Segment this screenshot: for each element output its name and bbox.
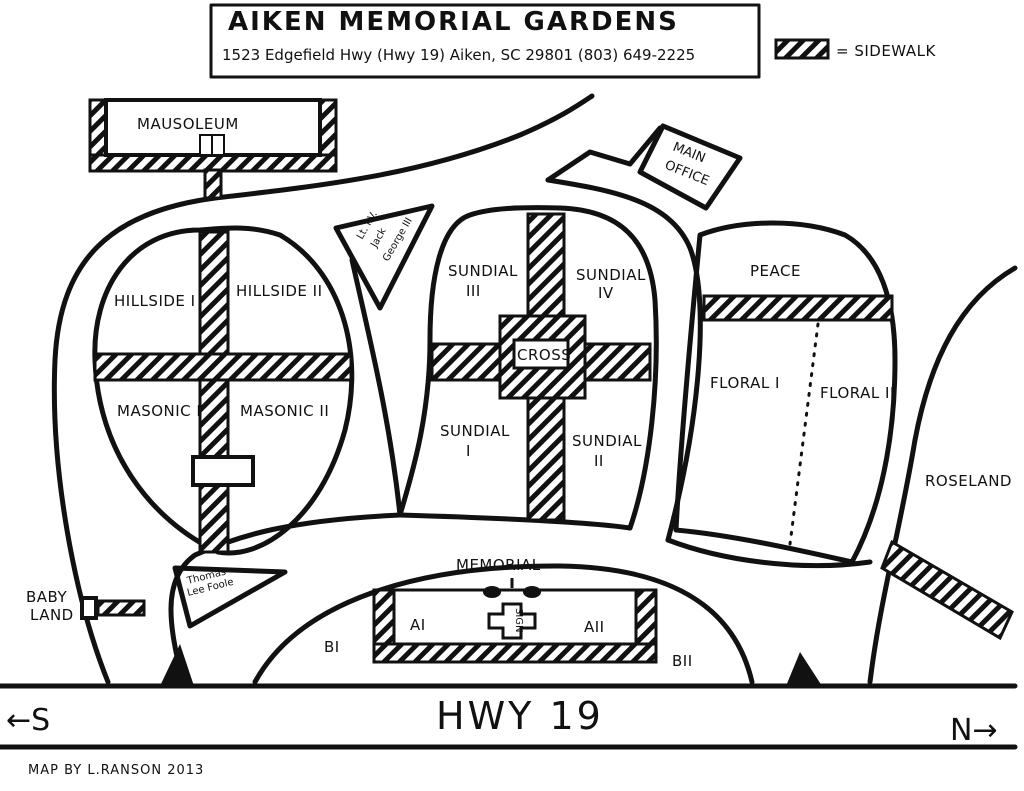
north-arrow: N→	[950, 713, 998, 748]
label-cross: CROSS	[517, 346, 571, 364]
svg-text:Jack: Jack	[369, 226, 389, 250]
label-mausoleum: MAUSOLEUM	[137, 115, 239, 133]
label-a2: AII	[584, 618, 605, 636]
label-b1: BI	[324, 638, 340, 656]
memorial-area: SIGN MEMORIAL AI AII BI BII	[324, 556, 693, 670]
svg-text:I: I	[466, 442, 471, 460]
label-b2: BII	[672, 652, 693, 670]
legend-label: = SIDEWALK	[836, 42, 936, 60]
label-sundial-2: SUNDIAL	[572, 432, 642, 450]
memorial-sign-cross	[487, 602, 537, 640]
main-office: MAIN OFFICE	[637, 123, 743, 211]
left-pod-plaque	[191, 455, 255, 487]
map-title: AIKEN MEMORIAL GARDENS	[228, 7, 679, 37]
legend: = SIDEWALK	[774, 38, 936, 60]
svg-text:OFFICE: OFFICE	[663, 158, 712, 189]
south-entrance-marker	[160, 644, 194, 686]
sidewalk-swatch	[774, 38, 830, 60]
south-arrow: ←S	[6, 703, 50, 738]
mausoleum: MAUSOLEUM	[88, 98, 338, 200]
label-sundial-4: SUNDIAL	[576, 266, 646, 284]
roads	[51, 93, 1018, 685]
svg-text:IV: IV	[598, 284, 614, 302]
label-hillside-2: HILLSIDE II	[236, 282, 323, 300]
label-a1: AI	[410, 616, 426, 634]
label-floral-1: FLORAL I	[710, 374, 780, 392]
left-loop-road	[51, 93, 595, 685]
label-hillside-1: HILLSIDE I	[114, 292, 196, 310]
north-entrance-marker	[786, 652, 822, 686]
label-masonic-2: MASONIC II	[240, 402, 329, 420]
label-memorial: MEMORIAL	[456, 556, 541, 574]
svg-text:George III: George III	[381, 216, 415, 263]
memorial-crescent-road	[252, 563, 755, 685]
baby-land: BABY LAND	[26, 588, 146, 624]
label-baby-land: BABY	[26, 588, 68, 606]
left-pod-sidewalk-horizontal	[93, 352, 353, 382]
label-masonic-1: MASONIC I	[117, 402, 201, 420]
svg-text:III: III	[466, 282, 481, 300]
right-pod: PEACE FLORAL I FLORAL II	[673, 220, 898, 565]
roseland-road	[867, 265, 1018, 685]
left-pod-sidewalk-vertical	[198, 230, 230, 554]
label-roseland: ROSELAND	[925, 472, 1012, 490]
roseland-sidewalk	[880, 539, 1014, 641]
highway-label: HWY 19	[436, 694, 604, 738]
label-peace: PEACE	[750, 262, 801, 280]
title-box: AIKEN MEMORIAL GARDENS 1523 Edgefield Hw…	[209, 3, 761, 79]
thomas-lee-foole-triangle: Thomas Lee Foole	[172, 565, 288, 629]
map-address: 1523 Edgefield Hwy (Hwy 19) Aiken, SC 29…	[222, 46, 695, 64]
label-sign: SIGN	[513, 608, 524, 633]
label-sundial-1: SUNDIAL	[440, 422, 510, 440]
svg-text:II: II	[594, 452, 604, 470]
label-floral-2: FLORAL II	[820, 384, 895, 402]
map-credit: MAP BY L.RANSON 2013	[28, 763, 204, 778]
left-pod: HILLSIDE I HILLSIDE II MASONIC I MASONIC…	[92, 225, 355, 556]
center-road-right	[545, 177, 703, 543]
label-sundial-3: SUNDIAL	[448, 262, 518, 280]
lt-jack-george-triangle: Lt. I.V. Jack George III	[333, 203, 435, 311]
highway: HWY 19 ←S N→	[0, 683, 1018, 750]
svg-text:LAND: LAND	[30, 606, 74, 624]
floral-divider	[788, 322, 820, 546]
middle-pod: CROSS SUNDIAL III SUNDIAL IV SUNDIAL I S…	[397, 205, 659, 531]
right-pod-sidewalk	[702, 294, 894, 322]
